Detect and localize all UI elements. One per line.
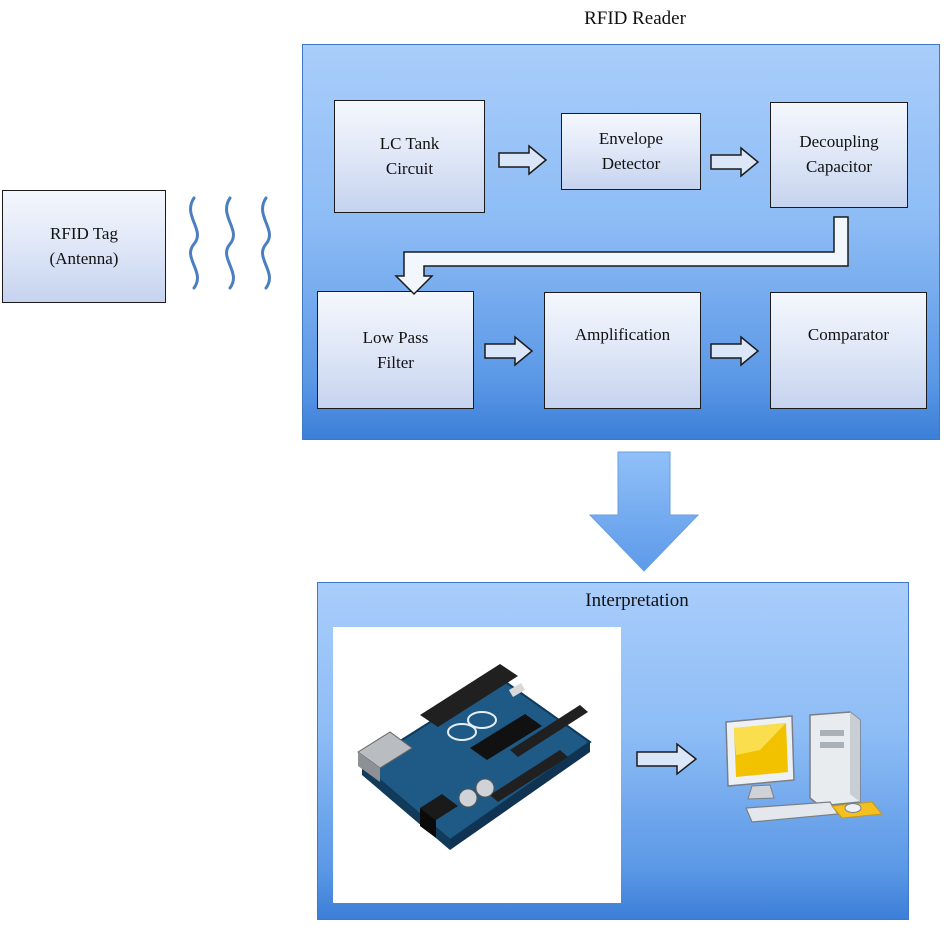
rfid-tag-block: RFID Tag (Antenna) xyxy=(2,190,166,303)
arrow-arduino-to-computer xyxy=(636,742,698,776)
arduino-board-icon xyxy=(357,664,592,850)
desktop-computer-icon xyxy=(725,711,883,823)
decoupling-capacitor-block: Decoupling Capacitor xyxy=(770,102,908,208)
arrow-amplification-to-comparator xyxy=(710,335,760,367)
arrow-lowpass-to-amplification xyxy=(484,335,534,367)
reader-title: RFID Reader xyxy=(584,8,686,29)
arrow-envelope-to-decoupling xyxy=(710,146,760,178)
amplification-block: Amplification xyxy=(544,292,701,409)
low-pass-filter-block: Low Pass Filter xyxy=(317,291,474,409)
interpretation-title: Interpretation xyxy=(585,590,689,611)
comparator-block: Comparator xyxy=(770,292,927,409)
arrow-decoupling-to-lowpass xyxy=(394,216,849,296)
wireless-wave-icon xyxy=(189,196,271,290)
envelope-detector-block: Envelope Detector xyxy=(561,113,701,190)
arrow-lc-to-envelope xyxy=(498,144,548,176)
lc-tank-circuit-block: LC Tank Circuit xyxy=(334,100,485,213)
big-down-arrow xyxy=(588,451,700,572)
